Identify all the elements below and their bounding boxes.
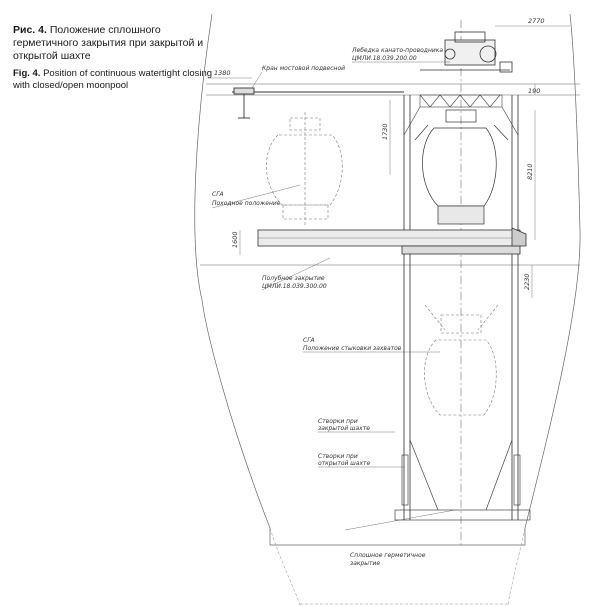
hatch-cover — [257, 227, 527, 255]
label-flaps-open-2: открытой шахте — [318, 460, 371, 467]
caption-en-text: Position of continuous watertight closin… — [13, 68, 213, 91]
caption-ru-text: Положение сплошного герметичного закрыти… — [13, 24, 204, 62]
label-winch: Лебедка канато-проводника — [351, 47, 443, 54]
leader-lines — [211, 61, 456, 531]
shaft-flaps — [394, 439, 531, 521]
figure-caption: Рис. 4. Положение сплошного герметичного… — [13, 24, 213, 92]
label-continuous-closing-2: закрытие — [350, 560, 380, 567]
label-winch-code: ЦМЛИ.18.039.200.00 — [352, 55, 417, 62]
dim-hook-height: 1730 — [381, 123, 389, 140]
caption-russian: Рис. 4. Положение сплошного герметичного… — [13, 24, 213, 63]
label-hatch-cover: Полубное закрытие — [262, 275, 325, 282]
sga-docking-outline — [424, 304, 499, 416]
label-flaps-closed: Створки при — [318, 418, 358, 425]
dim-cover-thickness: 1600 — [231, 231, 239, 248]
overhead-crane — [232, 87, 404, 119]
caption-en-label: Fig. 4. — [13, 68, 41, 79]
sga-in-shaft — [414, 109, 509, 225]
label-sga-stowed: СГА — [212, 191, 224, 198]
sga-stowed-outline — [266, 112, 343, 225]
dimension-lines — [208, 25, 570, 298]
dim-crane-offset: 1380 — [214, 69, 231, 77]
label-crane: Кран мостовой подвесной — [262, 65, 345, 72]
dim-lower-height: 2230 — [523, 273, 531, 290]
winch-assembly — [420, 31, 513, 73]
caption-ru-label: Рис. 4. — [13, 24, 47, 36]
caption-english: Fig. 4. Position of continuous watertigh… — [13, 68, 213, 92]
dim-right-height: 8210 — [526, 163, 534, 180]
lifting-frame — [403, 94, 519, 136]
label-sga-docking: СГА — [303, 337, 315, 344]
dim-top-height: 190 — [528, 87, 540, 95]
hull-outline — [194, 13, 581, 546]
label-stowed-position: Походное положение — [212, 200, 281, 207]
label-continuous-closing: Сплошное герметичное — [350, 552, 426, 559]
label-docking-position: Положение стыковки захватов — [303, 345, 402, 352]
label-flaps-open: Створки при — [318, 453, 358, 460]
label-hatch-cover-code: ЦМЛИ.18.039.300.00 — [262, 283, 327, 290]
moonpool-shaft — [403, 95, 519, 520]
dim-top-width: 2770 — [528, 17, 545, 25]
hull-bottom-lines — [269, 527, 526, 606]
label-flaps-closed-2: закрытой шахте — [318, 425, 370, 432]
